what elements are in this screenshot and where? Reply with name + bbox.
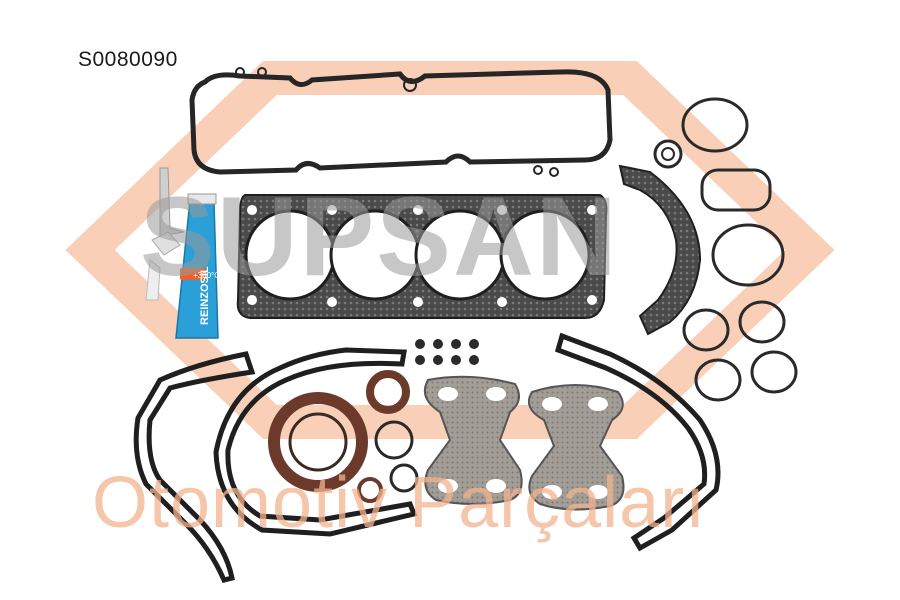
sealant-tube [145, 167, 219, 339]
oil-pump-gasket [213, 347, 418, 537]
o-ring-set-right [653, 97, 798, 402]
valve-stem-seals [415, 339, 479, 365]
sealant-brand-label: REINZOSIL [199, 266, 211, 325]
part-code-label: S0080090 [78, 48, 178, 71]
gasket-tab [533, 165, 543, 175]
logo-hexagon-watermark [65, 61, 835, 439]
crankshaft-seals [268, 370, 419, 503]
valve-cover-gasket [189, 69, 613, 175]
gasket-tab [403, 78, 417, 92]
tagline-watermark: Otomotiv Parçaları [92, 463, 707, 543]
brand-watermark: SUPSAN [140, 174, 619, 299]
temp-rating-label: +300°C [193, 271, 220, 280]
gasket-tab [235, 67, 245, 77]
timing-cover-gasket-left [133, 351, 256, 583]
manifold-gasket-right [528, 384, 625, 511]
timing-cover-gasket-right [618, 164, 702, 336]
temp-rating-badge [180, 268, 206, 280]
gasket-tab [257, 67, 267, 77]
gasket-tab [549, 167, 559, 177]
cylinder-head-gasket [236, 194, 608, 319]
manifold-gasket-left [424, 375, 523, 505]
rear-cover-gasket [554, 332, 721, 552]
